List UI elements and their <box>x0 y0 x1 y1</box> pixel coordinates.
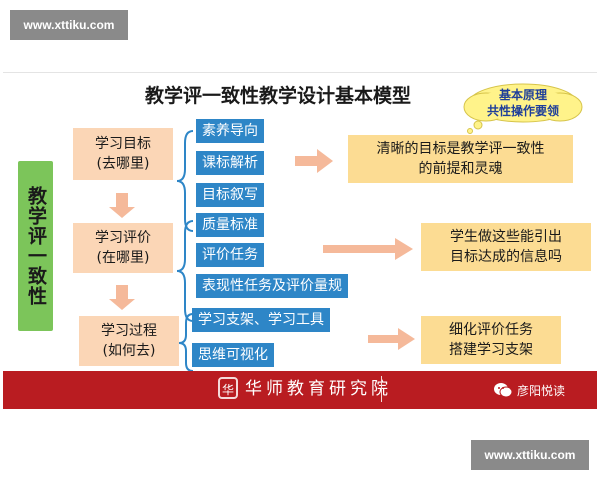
cloud-text: 基本原理 共性操作要领 <box>480 87 566 119</box>
stage-question: (如何去) <box>102 343 156 359</box>
stage-question: (在哪里) <box>96 250 150 266</box>
footer-banner: 华 华师教育研究院 彦阳悦读 <box>3 371 597 409</box>
wechat-account: 彦阳悦读 <box>517 383 566 398</box>
bracket-1 <box>176 130 194 232</box>
stage-learning-process: 学习过程 (如何去) <box>79 316 179 366</box>
stage-learning-goals: 学习目标 (去哪里) <box>73 128 173 180</box>
result-line: 清晰的目标是教学评一致性 <box>376 141 545 157</box>
connectors <box>109 130 415 372</box>
stage-label: 学习评价 <box>95 230 151 246</box>
item-pill: 课标解析 <box>196 151 264 175</box>
right-arrow-3 <box>368 328 415 350</box>
diagram-title: 教学评一致性教学设计基本模型 <box>144 85 411 107</box>
cloud-shape <box>463 83 583 134</box>
cloud-line-1: 基本原理 <box>498 88 547 102</box>
item-pill: 目标叙写 <box>196 183 264 207</box>
stage-question: (去哪里) <box>96 156 150 172</box>
result-line: 的前提和灵魂 <box>418 161 503 177</box>
vertical-label-box: 教学评一致性 <box>18 161 53 331</box>
item-pill: 评价任务 <box>196 243 264 267</box>
right-arrow-1 <box>295 149 333 173</box>
result-line: 搭建学习支架 <box>449 342 533 358</box>
stage-label: 学习目标 <box>95 136 151 152</box>
vertical-label: 教学评一致性 <box>25 186 47 306</box>
result-box-1: 清晰的目标是教学评一致性 的前提和灵魂 <box>348 135 573 183</box>
stage-label: 学习过程 <box>101 323 157 339</box>
item-pill: 表现性任务及评价量规 <box>196 274 348 298</box>
institute-logo-text: 华师教育研究院 <box>245 379 392 399</box>
item-pill: 素养导向 <box>196 119 264 143</box>
wechat-badge: 彦阳悦读 <box>493 379 565 401</box>
stage-learning-assessment: 学习评价 (在哪里) <box>73 223 173 273</box>
item-pill: 质量标准 <box>196 213 264 237</box>
watermark-top: www.xttiku.com <box>10 10 128 40</box>
result-box-3: 细化评价任务 搭建学习支架 <box>421 316 561 364</box>
down-arrow-2 <box>109 285 135 310</box>
item-pill: 学习支架、学习工具 <box>192 308 330 332</box>
down-arrow-1 <box>109 193 135 218</box>
thought-cloud: 基本原理 共性操作要领 <box>458 81 584 135</box>
logo-seal-icon: 华 <box>218 377 238 399</box>
result-line: 细化评价任务 <box>449 322 533 338</box>
right-arrow-2 <box>323 238 413 260</box>
cloud-line-2: 共性操作要领 <box>486 104 559 118</box>
result-line: 目标达成的信息吗 <box>450 249 562 265</box>
bracket-2 <box>176 220 194 322</box>
result-line: 学生做这些能引出 <box>450 229 562 245</box>
logo-stamp <box>381 376 392 402</box>
diagram-slide: 教学评一致性教学设计基本模型 基本原理 共性操作要领 教学评一致性 学习目标 (… <box>3 72 597 409</box>
watermark-bottom: www.xttiku.com <box>471 440 589 470</box>
wechat-icon <box>494 383 513 398</box>
item-pill: 思维可视化 <box>192 343 274 367</box>
result-box-2: 学生做这些能引出 目标达成的信息吗 <box>421 223 591 271</box>
bracket-3 <box>178 313 194 372</box>
